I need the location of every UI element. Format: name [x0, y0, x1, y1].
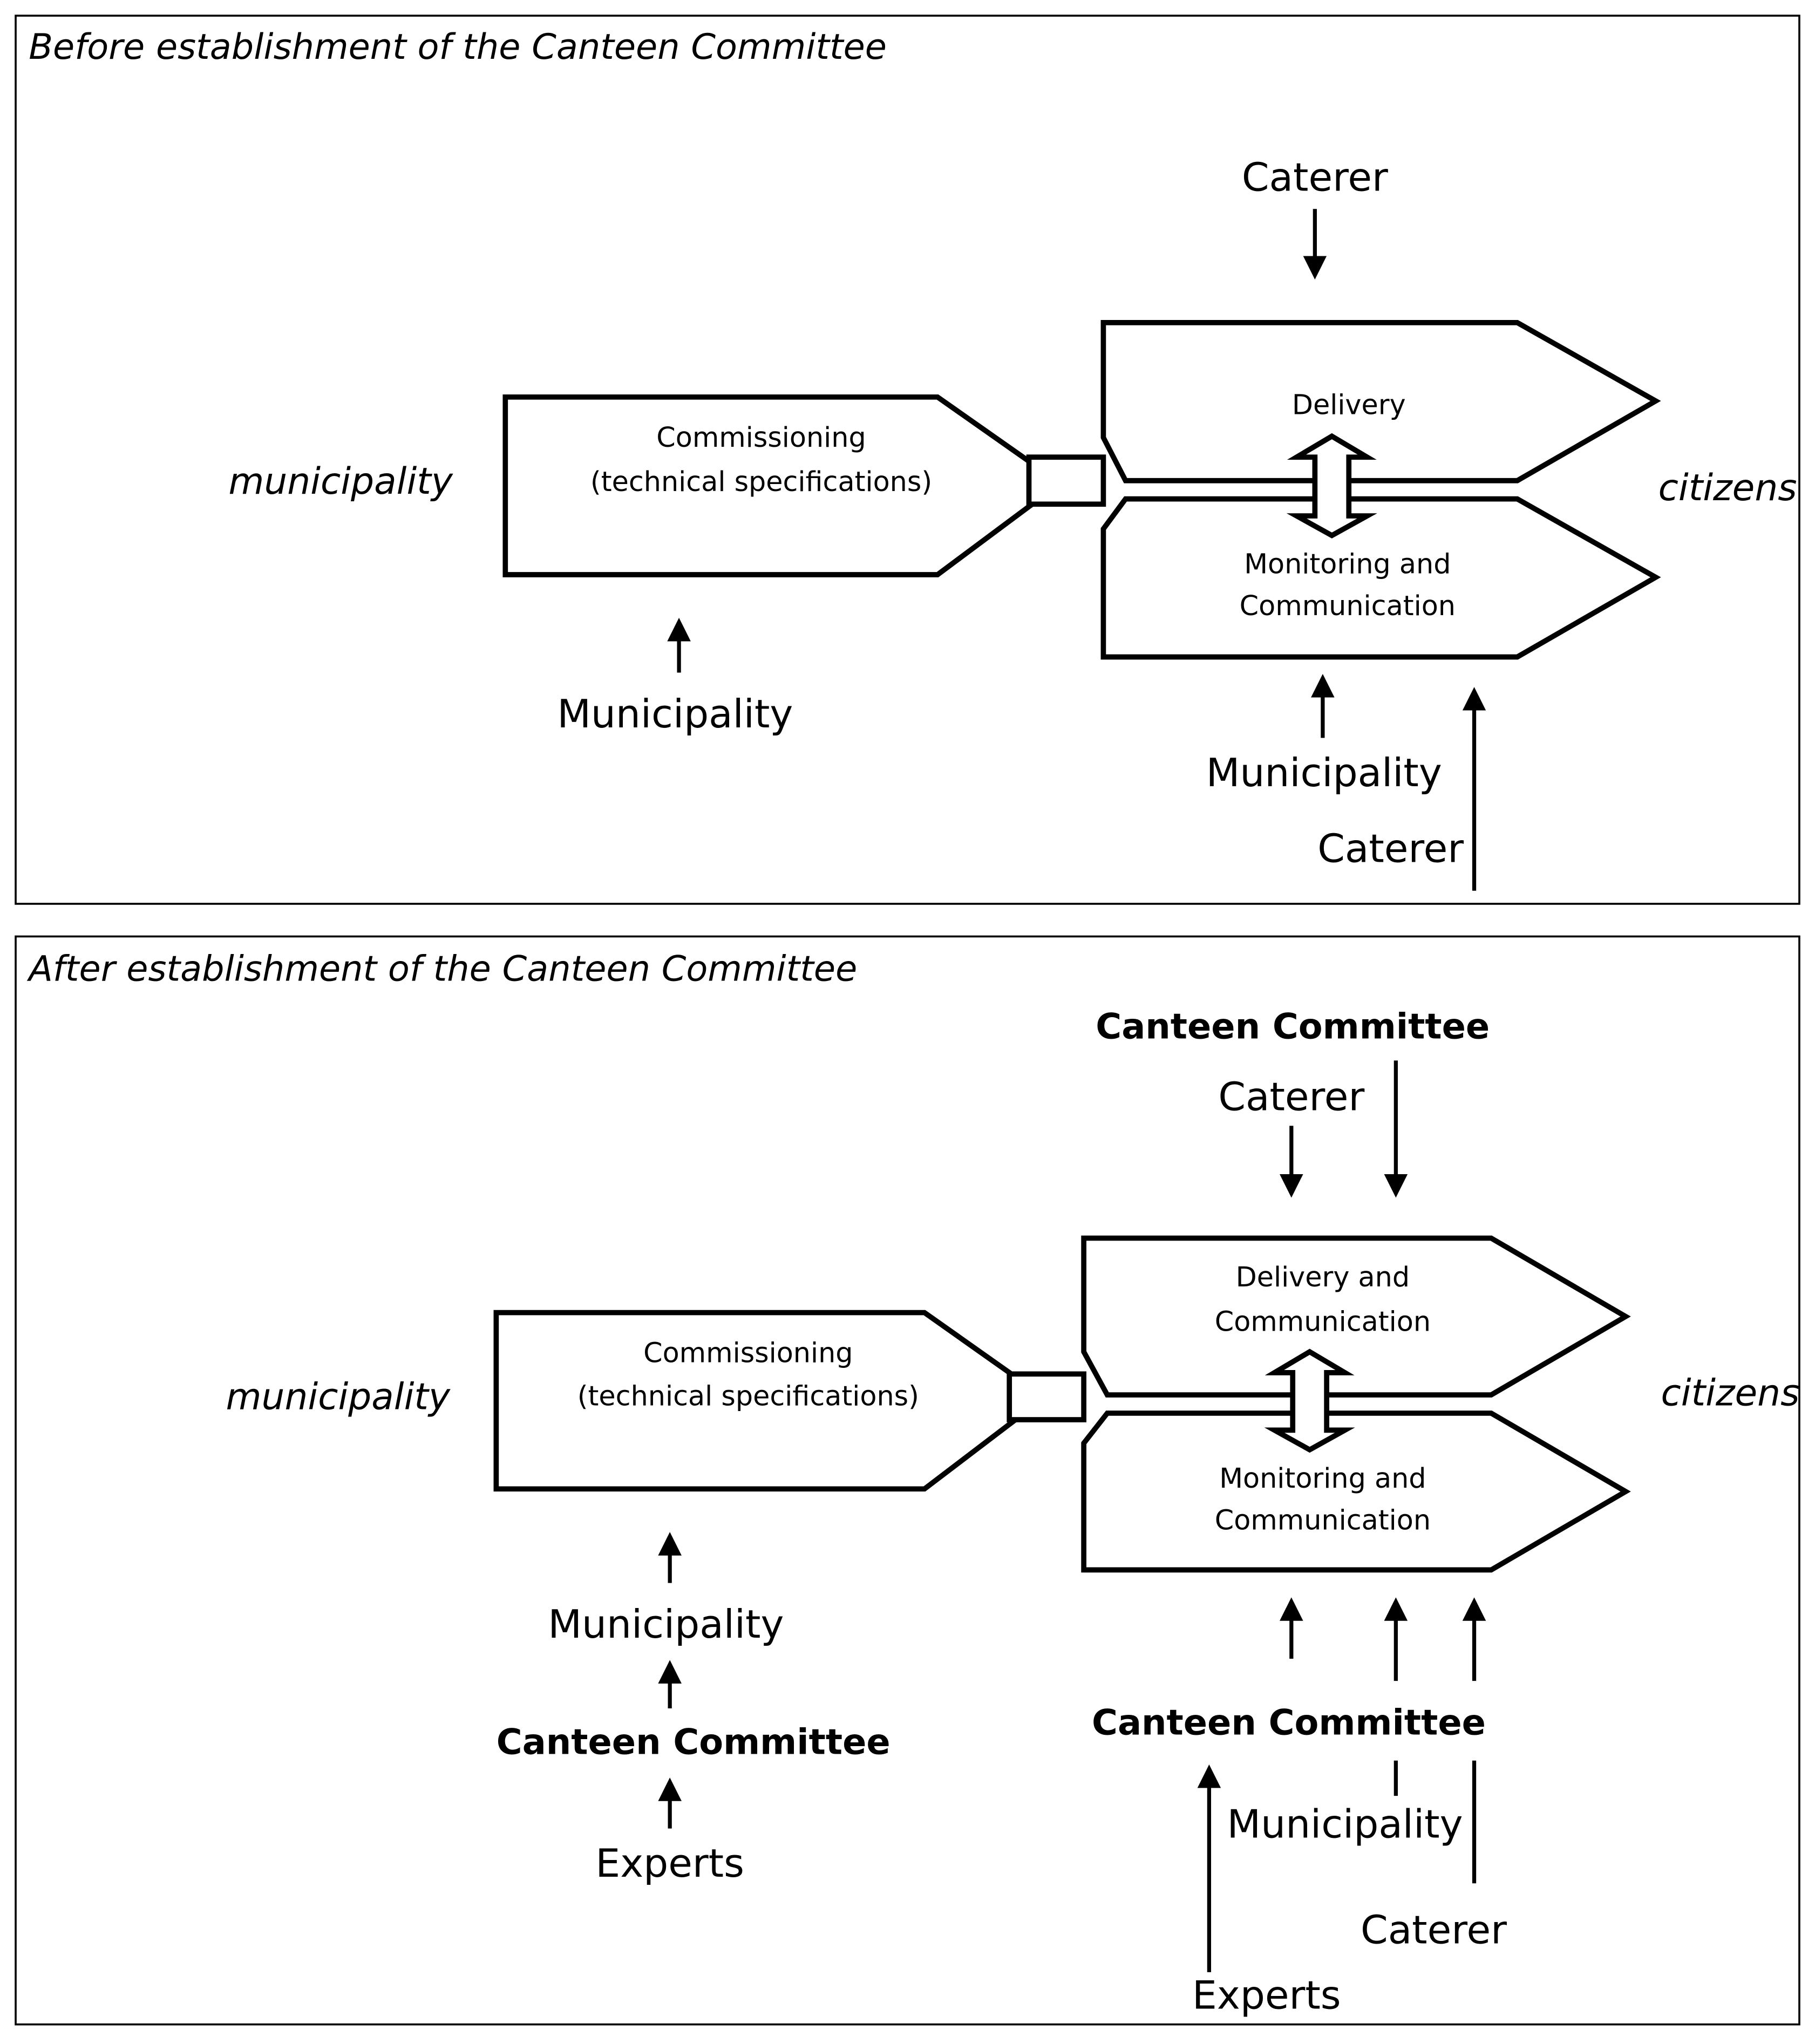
commissioning-shape: [502, 394, 1065, 577]
monitoring-label: Communication: [1215, 1504, 1431, 1536]
delivery-label: Delivery: [1292, 389, 1406, 420]
monitoring-actor: Canteen Committee: [1092, 1702, 1486, 1743]
monitoring-shape: [1100, 496, 1661, 660]
right-label: citizens: [1658, 466, 1797, 509]
delivery-label: Communication: [1215, 1305, 1431, 1337]
monitoring-actor: Municipality: [1227, 1802, 1463, 1848]
commissioning-actor: Experts: [595, 1841, 744, 1886]
commissioning-label: (technical specifications): [577, 1380, 919, 1412]
panel-before: Before establishment of the Canteen Comm…: [15, 15, 1800, 905]
double-arrow-icon: [1286, 433, 1377, 539]
top-actor: Caterer: [1242, 155, 1388, 200]
monitoring-label: Monitoring and: [1219, 1462, 1426, 1494]
right-label: citizens: [1661, 1371, 1800, 1414]
panel-border: [15, 935, 1800, 2026]
commissioning-label: (technical specifications): [590, 466, 932, 498]
commissioning-actor: Municipality: [548, 1602, 784, 1647]
commissioning-label: Commissioning: [656, 421, 866, 453]
double-arrow-icon: [1264, 1348, 1355, 1453]
panel-after: After establishment of the Canteen Commi…: [15, 935, 1800, 2026]
panel-title: Before establishment of the Canteen Comm…: [29, 26, 887, 67]
panel-title: After establishment of the Canteen Commi…: [26, 949, 857, 990]
commissioning-actor: Canteen Committee: [497, 1722, 890, 1763]
monitoring-actor: Caterer: [1317, 826, 1464, 871]
connector-box: [1007, 1371, 1086, 1422]
delivery-label: Delivery and: [1236, 1261, 1410, 1293]
monitoring-label: Monitoring and: [1244, 548, 1451, 580]
monitoring-actor: Caterer: [1361, 1908, 1507, 1953]
connector-box: [1026, 454, 1106, 507]
monitoring-actor: Experts: [1192, 1973, 1341, 2019]
top-actor: Caterer: [1218, 1074, 1364, 1120]
commissioning-label: Commissioning: [643, 1337, 853, 1369]
monitoring-actor: Municipality: [1206, 751, 1442, 796]
delivery-shape: [1081, 1235, 1631, 1398]
commissioning-shape: [493, 1310, 1049, 1492]
delivery-shape: [1100, 320, 1661, 483]
left-label: municipality: [226, 1375, 451, 1418]
commissioning-actor: Municipality: [557, 692, 793, 737]
panel-border: [15, 15, 1800, 905]
monitoring-label: Communication: [1240, 590, 1456, 622]
monitoring-shape: [1081, 1411, 1631, 1573]
left-label: municipality: [228, 460, 453, 502]
top-actor: Canteen Committee: [1096, 1006, 1490, 1047]
